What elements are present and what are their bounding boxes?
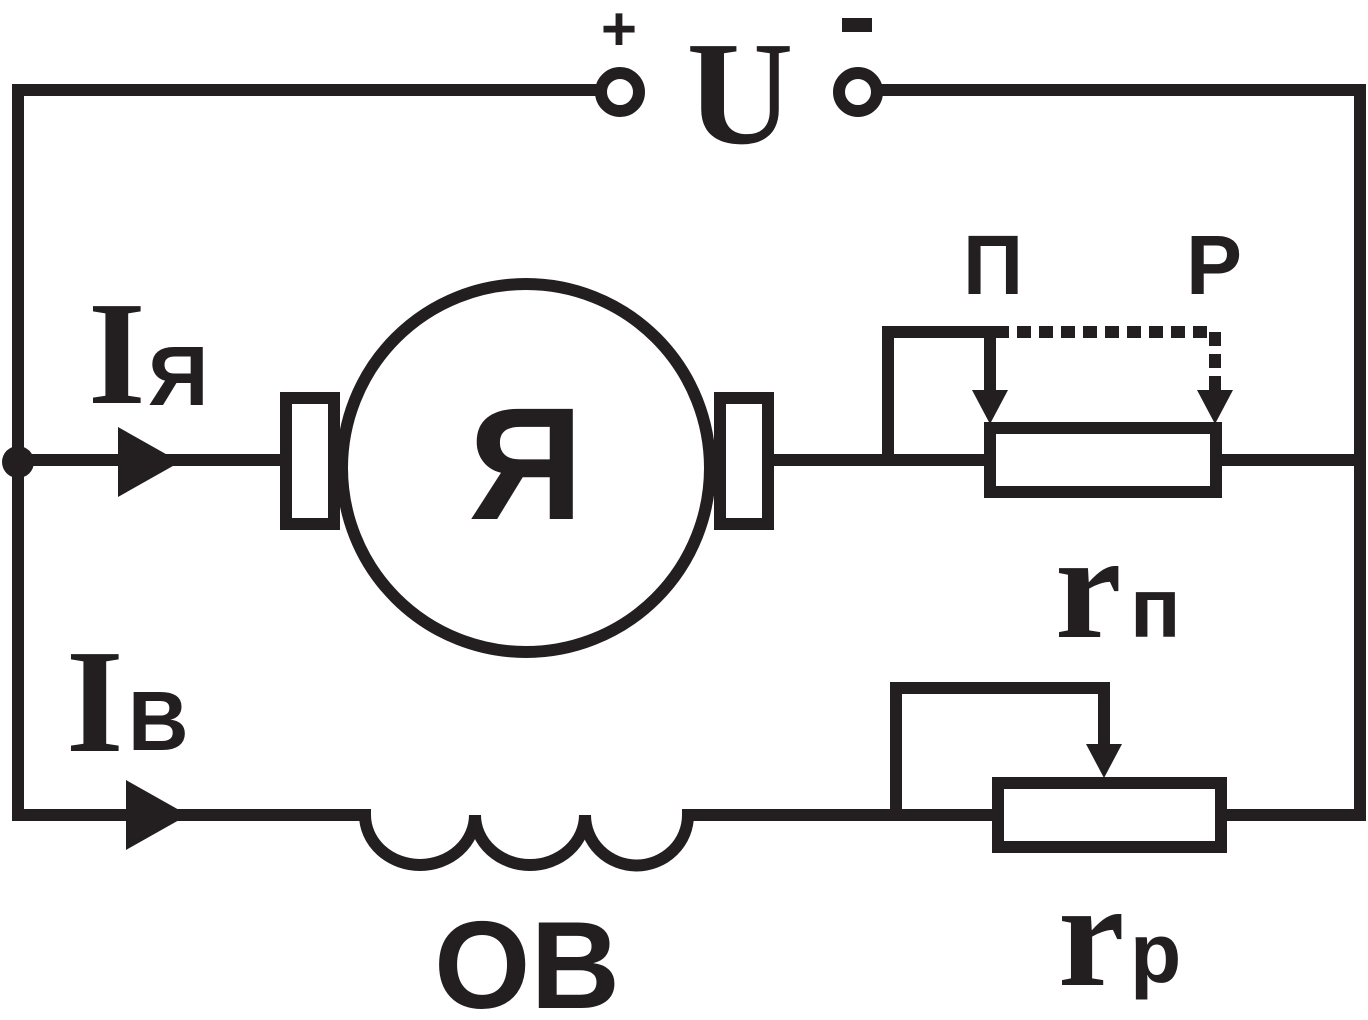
field-winding-coil	[359, 814, 694, 872]
run-position-label: Р	[1186, 218, 1242, 312]
armature-brush-left	[280, 392, 340, 530]
starting-rheostat-body	[984, 422, 1222, 498]
field-rheostat-symbol: r	[1058, 852, 1125, 1018]
field-current-arrow	[126, 780, 188, 850]
starting-rheostat-symbol: r	[1055, 504, 1122, 670]
field-rheostat-subscript: р	[1130, 906, 1181, 1000]
supply-voltage-label: U	[687, 12, 794, 176]
minus-terminal	[833, 67, 883, 117]
armature-current-arrow	[118, 427, 180, 497]
field-rheostat-slider-loop	[890, 682, 1110, 821]
armature-circle	[336, 278, 716, 658]
start-rheostat-slider-loop	[882, 326, 996, 466]
armature-label: Я	[469, 374, 584, 553]
field-current-symbol: I	[66, 620, 124, 784]
junction-dot	[2, 446, 34, 478]
start-rheostat-run-arrow	[1197, 390, 1233, 424]
start-rheostat-slider-arrow	[972, 390, 1008, 424]
plus-sign: +	[601, 0, 637, 64]
field-winding-label: ОВ	[434, 897, 620, 1020]
plus-terminal	[595, 67, 645, 117]
minus-sign	[842, 18, 872, 32]
armature-current-subscript: Я	[148, 329, 208, 423]
field-rheostat-body	[992, 777, 1227, 853]
armature-brush-right	[714, 392, 774, 530]
field-rheostat-slider-arrow	[1086, 744, 1122, 778]
armature-current-symbol: I	[88, 272, 146, 436]
starting-rheostat-subscript: п	[1130, 561, 1181, 655]
field-current-subscript: В	[128, 674, 189, 768]
start-position-label: П	[963, 218, 1023, 312]
top-right-wire	[872, 84, 1366, 821]
